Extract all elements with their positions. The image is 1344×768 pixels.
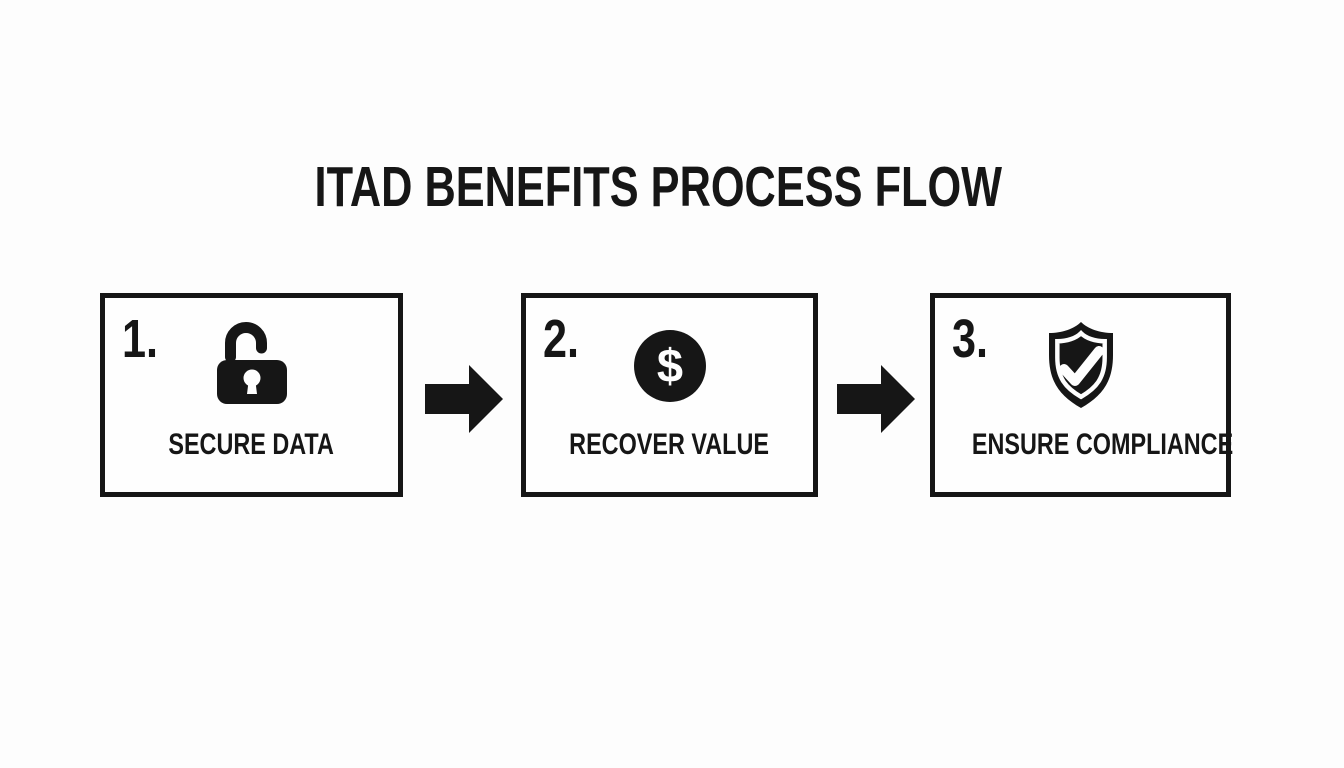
step-box-recover-value: 2. $ RECOVER VALUE bbox=[521, 293, 818, 497]
page-title-text: ITAD BENEFITS PROCESS FLOW bbox=[314, 155, 1002, 219]
step-number-2: 2. bbox=[543, 309, 588, 369]
page-title: ITAD BENEFITS PROCESS FLOW bbox=[0, 156, 1330, 219]
step-number-3: 3. bbox=[952, 309, 997, 369]
step-number-1: 1. bbox=[122, 309, 167, 369]
step-number-2-text: 2. bbox=[543, 309, 580, 369]
step-label-3: ENSURE COMPLIANCE bbox=[935, 428, 1233, 461]
step-box-ensure-compliance: 3. ENSURE COMPLIANCE bbox=[930, 293, 1233, 497]
dollar-glyph: $ bbox=[656, 339, 682, 392]
shield-check-icon bbox=[1043, 321, 1119, 409]
step-box-secure-data: 1. SECURE DATA bbox=[100, 293, 403, 497]
arrow-right-icon bbox=[425, 365, 503, 433]
step-label-1-text: SECURE DATA bbox=[168, 428, 335, 461]
step-number-1-text: 1. bbox=[122, 309, 159, 369]
padlock-icon bbox=[216, 320, 287, 406]
step-label-1: SECURE DATA bbox=[105, 428, 398, 461]
arrow-right-icon bbox=[837, 365, 915, 433]
step-label-2-text: RECOVER VALUE bbox=[569, 428, 770, 461]
dollar-coin-icon: $ bbox=[633, 329, 707, 403]
step-label-3-text: ENSURE COMPLIANCE bbox=[971, 428, 1234, 461]
step-number-3-text: 3. bbox=[952, 309, 989, 369]
step-label-2: RECOVER VALUE bbox=[526, 428, 813, 461]
